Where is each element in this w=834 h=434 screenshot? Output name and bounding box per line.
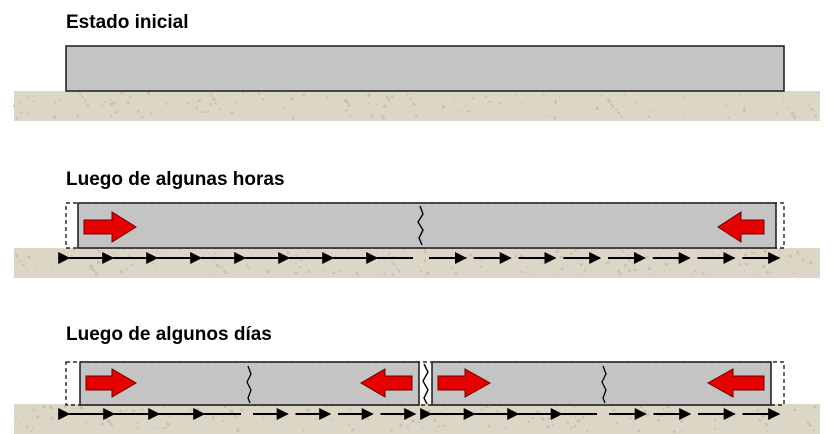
original-outline-days [65,361,785,406]
joint-crack-days [422,363,429,405]
crack-days-right [601,365,607,404]
ground-texture [13,91,820,120]
shrink-arrow-left-days-2 [706,368,765,398]
ground-hours [14,248,820,278]
crack-days-left [246,365,252,404]
shrink-arrow-left-days-1 [360,368,413,398]
stage-title-days: Luego de algunos días [66,324,272,345]
ground-texture [15,405,817,434]
shrink-arrow-left-hours [717,211,765,243]
crack-hours [417,205,424,246]
stage-days [14,361,820,434]
stage-title-initial: Estado inicial [66,12,189,33]
stage-hours [14,202,820,278]
ground-days [14,404,820,434]
shrink-arrow-right-days-2 [437,368,492,398]
shrink-arrow-right-days-1 [85,368,137,398]
shrink-arrow-right-hours [83,211,137,243]
slab-initial [65,45,785,92]
stage-initial [13,45,820,121]
slab-hours [77,202,777,249]
stage-title-hours: Luego de algunas horas [66,169,285,190]
